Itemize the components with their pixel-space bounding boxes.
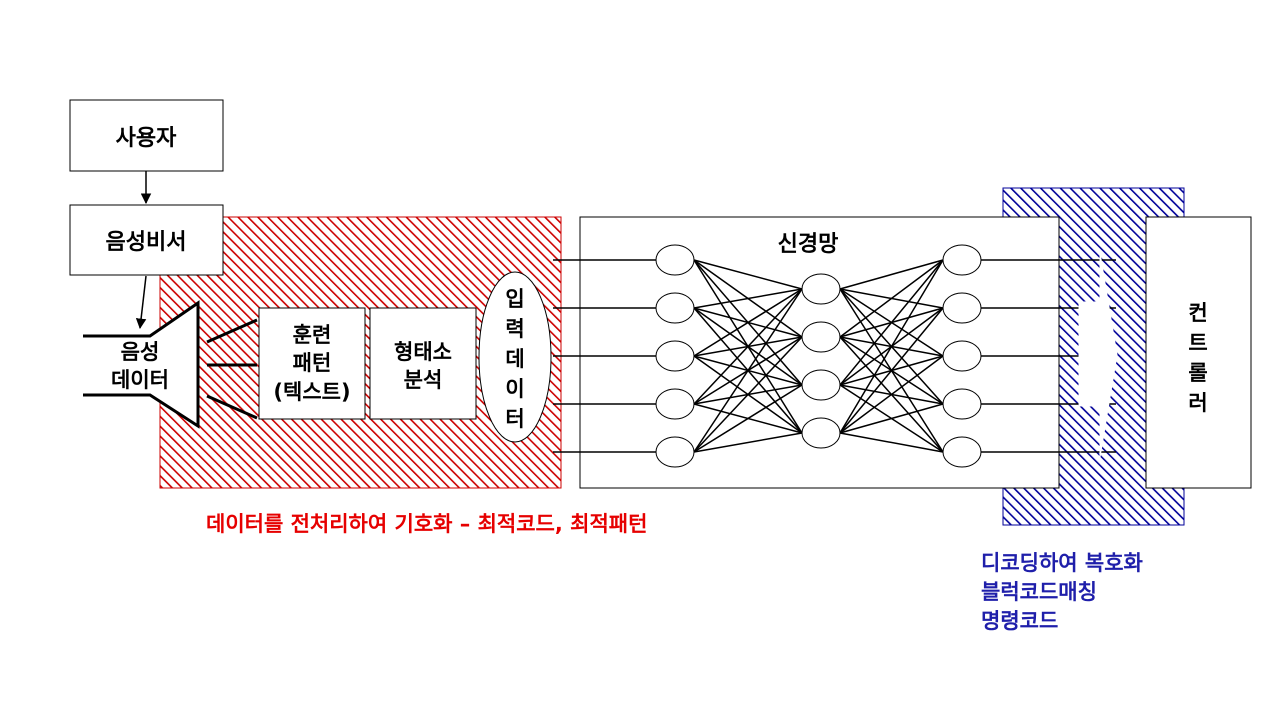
connection-line — [693, 432, 803, 453]
morph-analysis-box — [369, 307, 477, 420]
voice-assistant-label: 음성비서 — [106, 230, 187, 255]
assistant-to-voice-arrow — [135, 275, 147, 330]
connection-line — [693, 288, 803, 309]
training-pattern-label-1: 훈련 — [293, 323, 332, 347]
decode-caption-3: 명령코드 — [981, 609, 1059, 633]
connection-line — [839, 259, 944, 386]
voice-assistant-box — [69, 204, 224, 276]
controller-char-3: 롤 — [1188, 361, 1207, 385]
connection-line — [693, 336, 803, 453]
voice-data-label-1: 음성 — [121, 340, 160, 364]
input-data-char-1: 입 — [505, 287, 524, 311]
neuron-node — [942, 244, 982, 276]
input-data-char-4: 이 — [505, 377, 524, 401]
connection-line — [693, 288, 803, 405]
neuron-node — [942, 340, 982, 372]
funnel-ray-bottom — [206, 394, 258, 420]
connection-line — [693, 384, 803, 453]
input-data-char-5: 터 — [505, 407, 524, 431]
neural-net-nodes — [655, 244, 982, 468]
neuron-node — [942, 436, 982, 468]
connection-line — [839, 432, 944, 453]
neuron-node — [655, 388, 695, 420]
input-data-char-3: 데 — [505, 347, 524, 371]
training-pattern-label-2: 패턴 — [293, 351, 332, 375]
output-arrow — [1078, 252, 1118, 458]
decode-caption-2: 블럭코드매칭 — [981, 580, 1097, 604]
input-data-char-2: 력 — [505, 317, 524, 341]
neuron-node — [942, 292, 982, 324]
controller-box — [1145, 216, 1252, 489]
connection-line — [839, 403, 944, 434]
connection-line — [693, 259, 803, 290]
controller-char-1: 컨 — [1188, 301, 1207, 325]
preprocess-caption: 데이터를 전처리하여 기호화 – 최적코드, 최적패턴 — [206, 512, 648, 536]
morph-analysis-label-2: 분석 — [404, 368, 443, 392]
neuron-node — [655, 292, 695, 324]
neural-net-connections — [553, 259, 1116, 453]
funnel-ray-top — [206, 318, 258, 344]
connection-line — [839, 355, 944, 434]
neuron-node — [801, 273, 841, 305]
neuron-node — [801, 417, 841, 449]
neural-net-label: 신경망 — [778, 232, 839, 257]
training-pattern-label-3: (텍스트) — [273, 380, 350, 404]
neuron-node — [655, 436, 695, 468]
connection-line — [693, 288, 803, 453]
connection-line — [693, 288, 803, 357]
neuron-node — [655, 244, 695, 276]
user-label: 사용자 — [116, 126, 177, 151]
connection-line — [839, 259, 944, 338]
controller-char-2: 트 — [1188, 331, 1207, 355]
neuron-node — [801, 369, 841, 401]
decode-caption-1: 디코딩하여 복호화 — [981, 551, 1143, 575]
connection-line — [839, 307, 944, 434]
controller-char-4: 러 — [1188, 391, 1207, 415]
user-box — [69, 99, 224, 172]
connection-line — [839, 259, 944, 290]
morph-analysis-label-1: 형태소 — [394, 340, 452, 364]
input-data-ellipse — [478, 271, 552, 443]
neuron-node — [801, 321, 841, 353]
voice-data-funnel — [83, 300, 200, 429]
connection-line — [839, 259, 944, 434]
training-pattern-box — [258, 307, 366, 420]
neuron-node — [655, 340, 695, 372]
neuron-node — [942, 388, 982, 420]
voice-data-label-2: 데이터 — [111, 368, 169, 392]
